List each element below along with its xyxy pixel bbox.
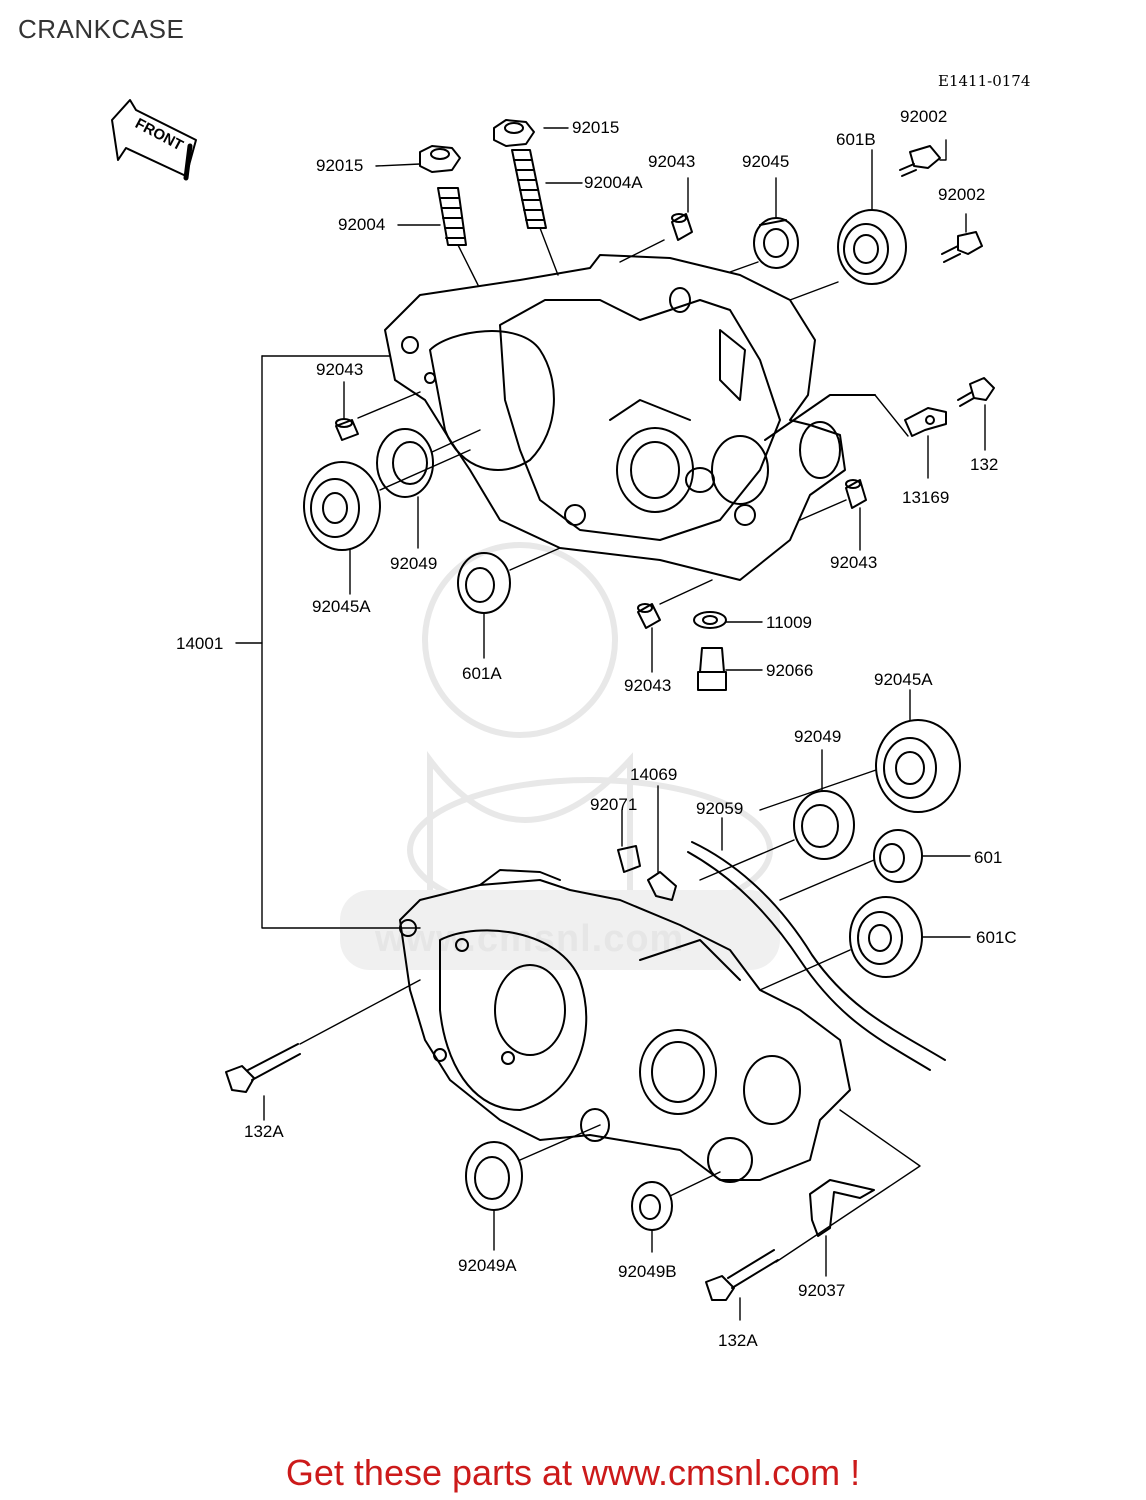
stud-92004 bbox=[437, 187, 467, 246]
upper-crankcase bbox=[384, 254, 876, 581]
part-label-92043: 92043 bbox=[830, 553, 878, 572]
nut-92015-left bbox=[419, 145, 461, 173]
watermark-text: www.cmsnl.com bbox=[375, 918, 685, 960]
part-label-92049: 92049 bbox=[794, 727, 842, 746]
bolt-132A-bottom bbox=[705, 1249, 779, 1301]
part-label-601A: 601A bbox=[462, 664, 502, 683]
part-label-92045A: 92045A bbox=[874, 670, 933, 689]
clip-92071 bbox=[617, 845, 641, 873]
bearing-92045A-lower bbox=[875, 719, 961, 813]
part-label-601: 601 bbox=[974, 848, 1003, 867]
part-label-92002: 92002 bbox=[900, 107, 948, 126]
fitting-14069 bbox=[647, 871, 677, 901]
part-label-92043: 92043 bbox=[624, 676, 672, 695]
part-label-92066: 92066 bbox=[766, 661, 814, 680]
part-label-92002: 92002 bbox=[938, 185, 986, 204]
part-label-11009: 11009 bbox=[766, 613, 813, 632]
stud-92004A bbox=[511, 149, 547, 229]
bearing-601A bbox=[457, 552, 511, 614]
part-label-92043: 92043 bbox=[316, 360, 364, 379]
part-label-14001: 14001 bbox=[176, 634, 224, 653]
part-label-92059: 92059 bbox=[696, 799, 744, 818]
part-label-92049B: 92049B bbox=[618, 1262, 677, 1281]
part-label-132A: 132A bbox=[718, 1331, 758, 1350]
hose-92059 bbox=[687, 841, 946, 1071]
seal-92049-lower bbox=[793, 790, 855, 860]
bolt-92002-top bbox=[899, 145, 941, 177]
dowel-pin-92043-top bbox=[671, 213, 693, 241]
part-label-92071: 92071 bbox=[590, 795, 638, 814]
part-label-92037: 92037 bbox=[798, 1281, 846, 1300]
drain-plug-92066 bbox=[697, 647, 727, 691]
clamp-13169 bbox=[904, 407, 947, 437]
part-label-92049A: 92049A bbox=[458, 1256, 517, 1275]
seal-92049B bbox=[631, 1181, 673, 1231]
bearing-601C bbox=[849, 896, 923, 978]
part-label-13169: 13169 bbox=[902, 488, 950, 507]
page-title: CRANKCASE bbox=[18, 14, 185, 44]
part-label-92004A: 92004A bbox=[584, 173, 643, 192]
bearing-601B bbox=[837, 209, 907, 285]
part-label-601C: 601C bbox=[976, 928, 1017, 947]
part-label-92004: 92004 bbox=[338, 215, 386, 234]
part-label-92049: 92049 bbox=[390, 554, 438, 573]
dowel-pin-92043-left bbox=[335, 418, 359, 441]
front-arrow-icon bbox=[111, 99, 197, 181]
diagram-code: E1411-0174 bbox=[938, 72, 1031, 90]
part-label-132A: 132A bbox=[244, 1122, 284, 1141]
bearing-92045 bbox=[753, 217, 799, 269]
part-label-132: 132 bbox=[970, 455, 999, 474]
part-label-92045A: 92045A bbox=[312, 597, 371, 616]
bearing-601 bbox=[873, 829, 923, 883]
part-label-92015: 92015 bbox=[316, 156, 364, 175]
bolt-132 bbox=[957, 377, 995, 407]
bolt-92002-bottom bbox=[941, 231, 983, 263]
leader-lines bbox=[235, 127, 986, 1321]
seal-92049A bbox=[465, 1141, 523, 1211]
dowel-pin-92043-right bbox=[845, 479, 867, 509]
seal-92049-upper bbox=[376, 428, 434, 498]
part-label-601B: 601B bbox=[836, 130, 876, 149]
nut-92015-right bbox=[493, 119, 535, 147]
bolt-132A-left bbox=[225, 1043, 301, 1093]
bracket-92037 bbox=[809, 1179, 875, 1237]
washer-11009 bbox=[693, 611, 727, 629]
part-label-92015: 92015 bbox=[572, 118, 620, 137]
footer-link[interactable]: Get these parts at www.cmsnl.com ! bbox=[285, 1452, 861, 1493]
part-label-92043: 92043 bbox=[648, 152, 696, 171]
bearing-92045A-upper bbox=[303, 461, 381, 551]
part-label-92045: 92045 bbox=[742, 152, 790, 171]
dowel-pin-92043-bottom bbox=[637, 603, 661, 629]
lower-crankcase bbox=[399, 869, 851, 1183]
part-label-14069: 14069 bbox=[630, 765, 678, 784]
